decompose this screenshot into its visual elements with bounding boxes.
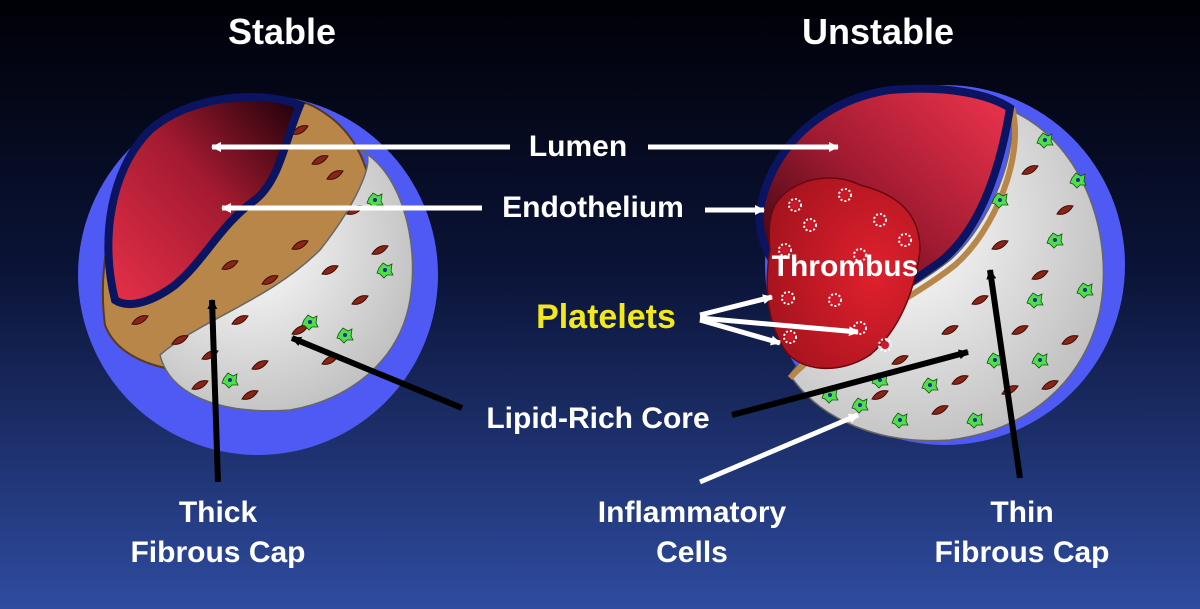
stable-plaque [78,93,438,455]
inflammatory-label-line1: Inflammatory [598,496,787,529]
arrow-platelets-3 [699,317,781,346]
arrow-lipid-unstable [731,349,969,418]
labels: Stable Unstable Lumen Endothelium Thromb… [130,11,1109,569]
thin-cap-label-line2: Fibrous Cap [934,536,1109,569]
platelets-label: Platelets [536,298,676,336]
arrow-platelets-1 [699,294,773,318]
unstable-title: Unstable [802,11,954,52]
stable-title: Stable [228,11,336,52]
arrow-thick-cap [207,299,221,483]
thrombus [766,177,921,370]
arrow-inflammatory [699,412,859,485]
arrow-platelets-2 [699,315,859,337]
endothelium-label: Endothelium [502,191,684,224]
lumen-label: Lumen [529,130,627,163]
thin-cap-label-line1: Thin [990,496,1053,529]
arrows [207,142,1023,485]
inflammatory-label-line2: Cells [656,536,728,569]
arrow-lipid-stable [290,335,464,411]
thrombus-label: Thrombus [772,250,919,283]
lipid-core-label: Lipid-Rich Core [486,402,709,435]
arrow-thin-cap [986,269,1023,479]
unstable-lipid-core [789,108,1105,442]
thick-cap-label-line1: Thick [179,496,258,529]
thick-cap-label-line2: Fibrous Cap [130,536,305,569]
